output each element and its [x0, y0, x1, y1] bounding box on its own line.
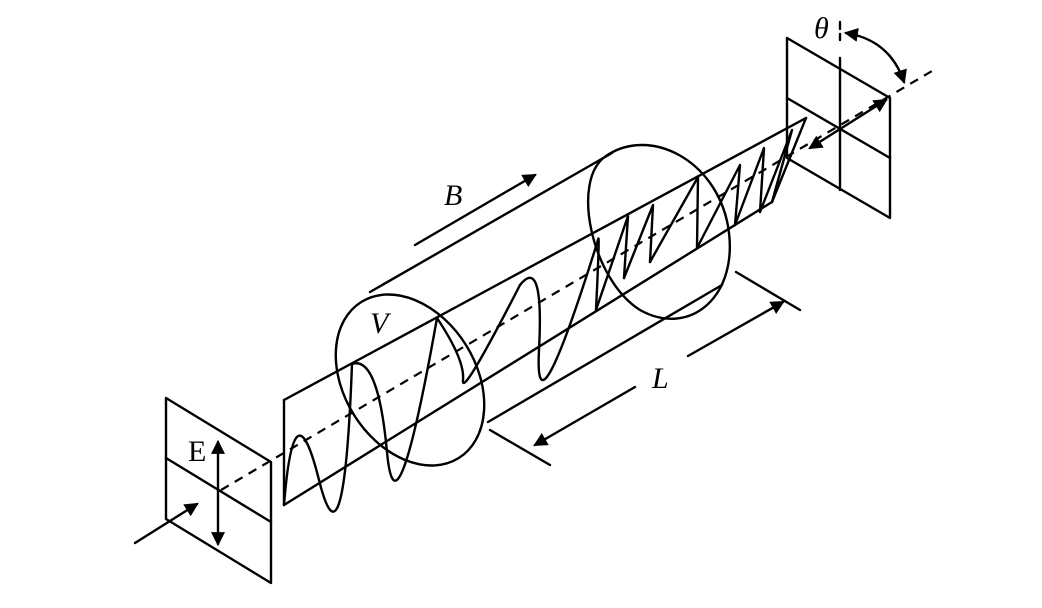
length-dimension — [488, 270, 802, 467]
label-rotation-angle: θ — [814, 12, 829, 45]
cylinder-front-face — [334, 293, 486, 467]
wave-envelope — [282, 116, 808, 507]
label-verdet: V — [370, 307, 392, 340]
output-polarization-arrow — [808, 98, 888, 150]
magnetic-field-arrow — [413, 173, 537, 247]
label-length: L — [651, 362, 669, 395]
rotating-wave — [282, 128, 794, 513]
label-e-field: E — [188, 435, 206, 468]
cylinder-back-face — [586, 144, 731, 320]
beam-axis — [220, 70, 933, 491]
input-polarizer — [164, 396, 273, 585]
label-magnetic-field: B — [444, 179, 462, 212]
medium-cylinder — [334, 144, 731, 467]
output-analyzer — [785, 20, 907, 220]
rotation-angle-arc — [843, 27, 907, 84]
incoming-beam-arrow — [133, 502, 199, 545]
